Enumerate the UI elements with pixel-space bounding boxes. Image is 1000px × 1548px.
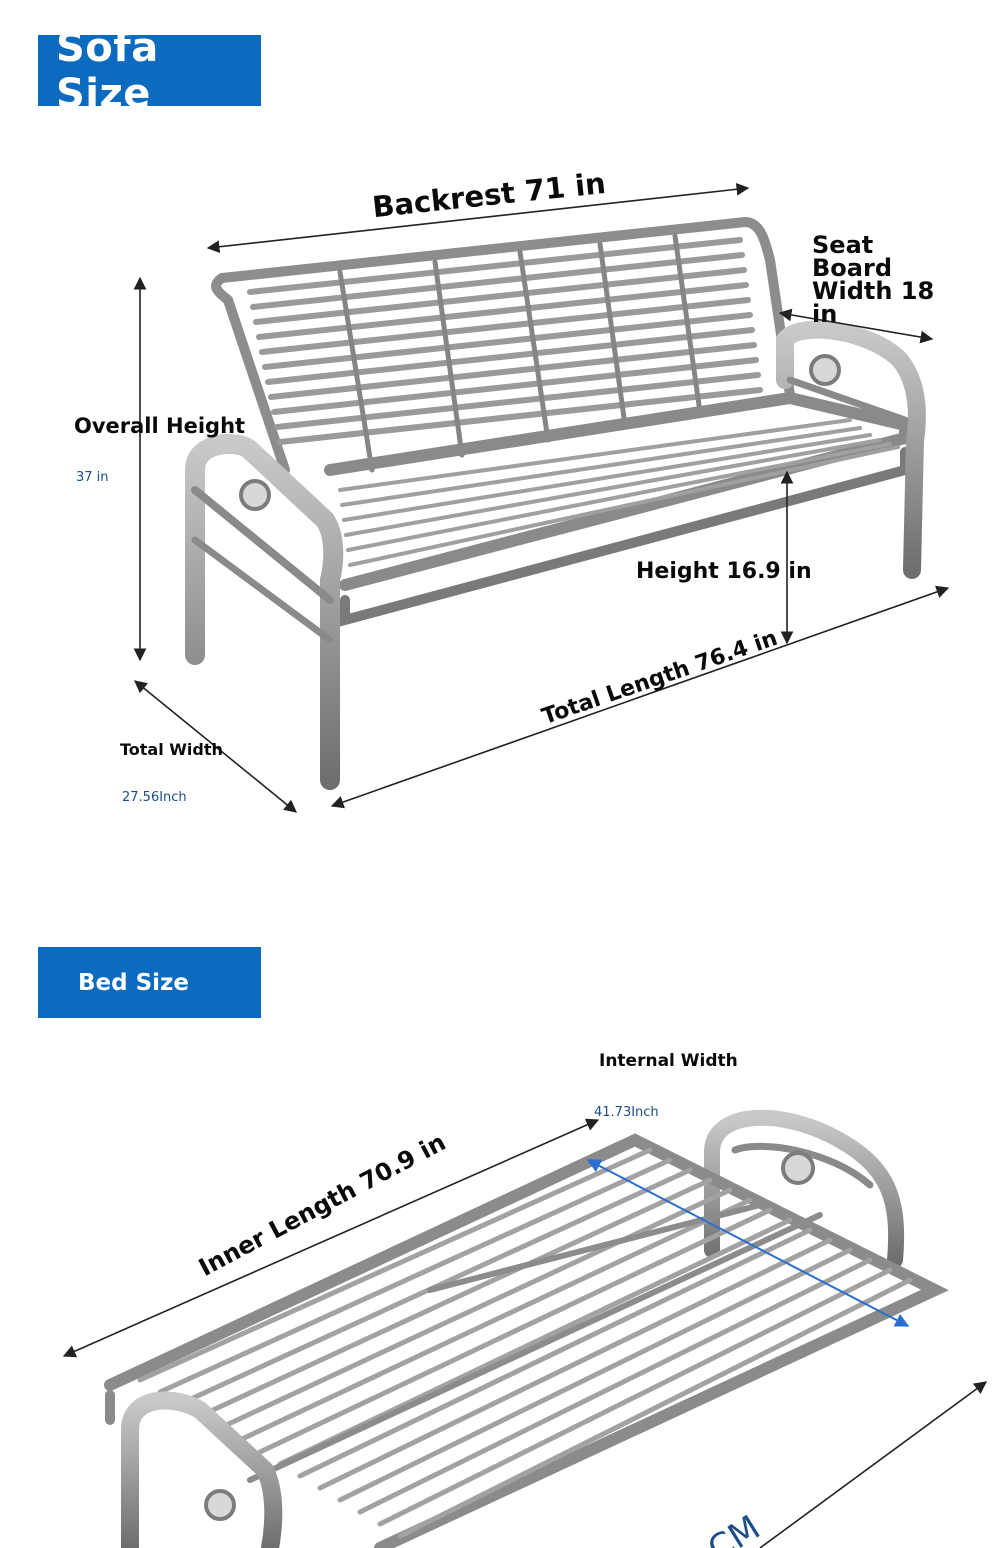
inner-length-arrow <box>62 1118 600 1358</box>
internal-width-value: 41.73Inch <box>594 1105 659 1120</box>
sofa-size-banner: Sofa Size <box>38 25 261 117</box>
total-width-arrow <box>134 680 297 813</box>
bed-length-partial-label: CM <box>701 1508 767 1548</box>
backrest-label: Backrest 71 in <box>371 166 608 224</box>
total-length-label: Total Length 76.4 in <box>539 626 781 730</box>
bed-length-arrow <box>759 1381 988 1548</box>
total-length-arrow <box>330 585 950 809</box>
seat-height-label: Height 16.9 in <box>636 559 812 584</box>
seat-board-line-4: in <box>812 300 838 328</box>
sofa-dimension-lines <box>133 182 950 813</box>
seat-board-line-2: Board <box>812 254 892 282</box>
overall-height-value: 37 in <box>76 470 109 485</box>
seat-board-arrow <box>778 308 934 344</box>
backrest-arrow <box>206 182 750 254</box>
seat-board-line-1: Seat <box>812 231 874 259</box>
internal-width-arrow <box>586 1159 910 1327</box>
bed-size-title: Bed Size <box>78 969 190 996</box>
bed-dimension-lines <box>62 1118 988 1548</box>
seat-board-width-label: Seat Board Width 18 in <box>812 231 935 328</box>
sofa-size-title: Sofa Size <box>56 24 159 117</box>
sofa-frame <box>185 216 926 790</box>
internal-width-label: Internal Width <box>599 1051 738 1071</box>
total-width-value: 27.56Inch <box>122 790 187 805</box>
overall-height-label: Overall Height <box>74 414 246 438</box>
seat-board-line-3: Width 18 <box>812 277 935 305</box>
bed-frame <box>104 1109 949 1548</box>
bed-size-banner: Bed Size <box>38 947 261 1018</box>
total-width-label: Total Width <box>120 740 223 759</box>
